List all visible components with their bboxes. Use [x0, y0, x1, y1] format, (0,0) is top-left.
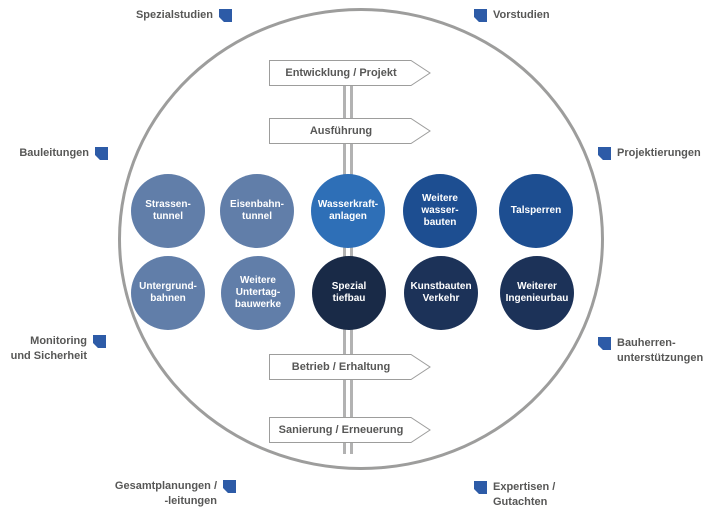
service-label: Bauleitungen — [19, 147, 89, 159]
flag-icon — [219, 9, 232, 22]
phase-banner-entwicklung-projekt: Entwicklung / Projekt — [269, 60, 431, 86]
service-label: Monitoring und Sicherheit — [10, 335, 87, 362]
flag-icon — [95, 147, 108, 160]
service-label: Vorstudien — [493, 9, 550, 21]
service-label: Spezialstudien — [135, 9, 213, 21]
phase-label: Ausführung — [309, 125, 373, 137]
competency-weitere-wasserbauten: Weitere wasser- bauten — [403, 174, 477, 248]
service-label: Bauherren- unterstützungen — [617, 337, 704, 364]
competency-label: Spezial tiefbau — [331, 281, 367, 304]
competency-wasserkraftanlagen: Wasserkraft- anlagen — [311, 174, 385, 248]
service-bauherrenunterstuetzungen: Bauherren- unterstützungen — [598, 336, 703, 366]
banner-arrow-shape — [269, 60, 431, 86]
phase-label: Sanierung / Erneuerung — [278, 424, 404, 436]
banner-arrow-shape — [269, 354, 431, 380]
flag-icon — [474, 481, 487, 494]
competency-kunstbauten-verkehr: Kunstbauten Verkehr — [404, 256, 478, 330]
service-projektierungen: Projektierungen — [598, 146, 701, 161]
competency-spezialtiefbau: Spezial tiefbau — [312, 256, 386, 330]
competency-label: Talsperren — [510, 205, 562, 216]
competency-talsperren: Talsperren — [499, 174, 573, 248]
phase-label: Entwicklung / Projekt — [285, 67, 397, 79]
flag-icon — [598, 337, 611, 350]
competency-label: Kunstbauten Verkehr — [410, 281, 472, 304]
competency-label: Wasserkraft- anlagen — [317, 199, 379, 222]
competency-label: Untergrund- bahnen — [139, 281, 197, 304]
flag-icon — [598, 147, 611, 160]
competency-untergrundbahnen: Untergrund- bahnen — [131, 256, 205, 330]
service-label: Gesamtplanungen / -leitungen — [114, 480, 217, 507]
phase-label: Betrieb / Erhaltung — [291, 361, 391, 373]
competency-label: Strassen- tunnel — [145, 199, 191, 222]
competency-strassentunnel: Strassen- tunnel — [131, 174, 205, 248]
flag-icon — [474, 9, 487, 22]
service-expertisen-gutachten: Expertisen / Gutachten — [474, 480, 555, 510]
banner-arrow-shape — [269, 118, 431, 144]
competency-label: Weitere wasser- bauten — [421, 193, 459, 228]
phase-banner-ausfuehrung: Ausführung — [269, 118, 431, 144]
service-bauleitungen: Bauleitungen — [0, 146, 108, 161]
service-label: Expertisen / Gutachten — [493, 481, 556, 508]
service-spezialstudien: Spezialstudien — [0, 8, 232, 23]
diagram-circle-outline — [118, 8, 604, 470]
service-gesamtplanungen-leitungen: Gesamtplanungen / -leitungen — [0, 479, 236, 509]
competency-label: Weiterer Ingenieurbau — [505, 281, 569, 304]
banner-arrow-shape — [269, 417, 431, 443]
service-vorstudien: Vorstudien — [474, 8, 550, 23]
flag-icon — [93, 335, 106, 348]
flag-icon — [223, 480, 236, 493]
service-label: Projektierungen — [617, 147, 701, 159]
competency-label: Weitere Untertag- bauwerke — [234, 275, 282, 310]
phase-banner-betrieb-erhaltung: Betrieb / Erhaltung — [269, 354, 431, 380]
competency-label: Eisenbahn- tunnel — [230, 199, 284, 222]
competency-eisenbahntunnel: Eisenbahn- tunnel — [220, 174, 294, 248]
phase-banner-sanierung-erneuerung: Sanierung / Erneuerung — [269, 417, 431, 443]
competency-weitere-untertagbauwerke: Weitere Untertag- bauwerke — [221, 256, 295, 330]
competency-weiterer-ingenieurbau: Weiterer Ingenieurbau — [500, 256, 574, 330]
service-monitoring-sicherheit: Monitoring und Sicherheit — [0, 334, 106, 364]
